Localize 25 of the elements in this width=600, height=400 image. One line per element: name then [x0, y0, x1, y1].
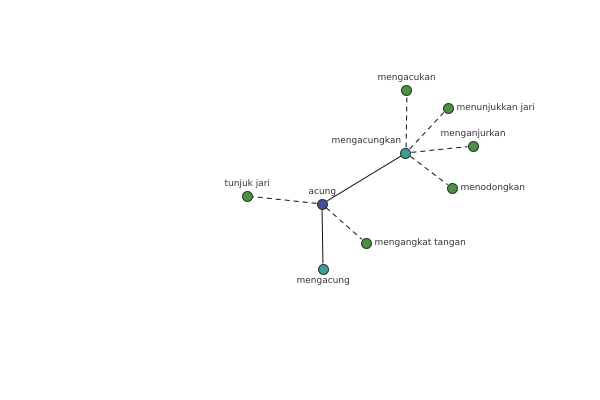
dashed-connector [326, 207, 362, 240]
node-label: menganjurkan [440, 128, 506, 140]
node-label: mengacungkan [332, 136, 402, 146]
node-label: mengacung [296, 276, 350, 286]
node-label: acung [308, 186, 336, 198]
graph-node [296, 264, 350, 286]
dashed-connector [252, 196, 318, 204]
graph-node [332, 136, 412, 158]
node-label: mengacukan [378, 72, 436, 84]
connector-line [322, 209, 324, 264]
node-label: menunjukkan jari [456, 102, 535, 114]
dashed-connector [406, 95, 408, 148]
node-label: tunjuk jari [224, 178, 270, 190]
dashed-connector [410, 156, 448, 186]
graph-node [446, 182, 525, 194]
graph-node [442, 102, 535, 114]
node-label: menodongkan [460, 182, 525, 194]
node-label: mengangkat tangan [374, 238, 466, 248]
graph-node [224, 178, 270, 202]
graph-node [378, 72, 436, 96]
connector-line [326, 155, 402, 202]
graph-node [440, 128, 506, 152]
dashed-connector [409, 112, 445, 150]
dashed-connector [410, 146, 468, 153]
graph-node [308, 186, 336, 210]
